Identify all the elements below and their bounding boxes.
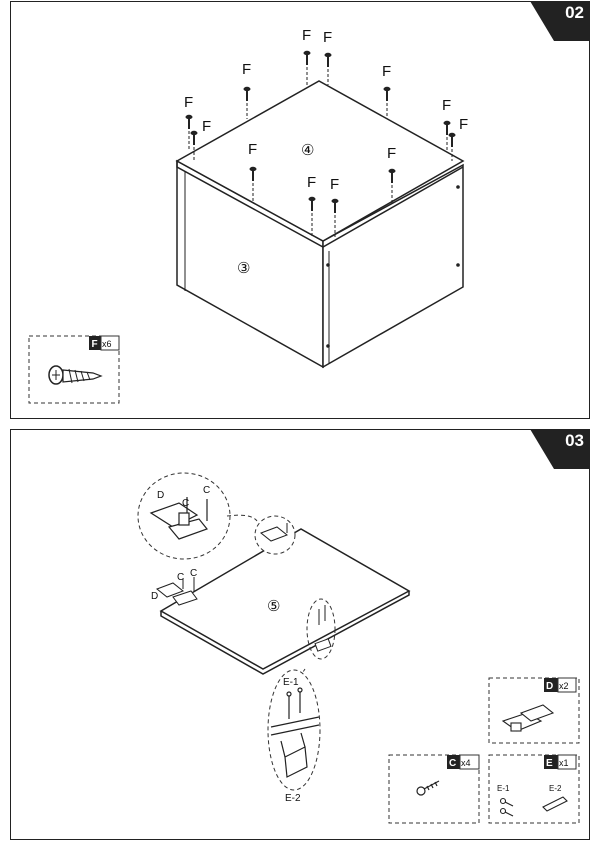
- step-02-badge: 02: [530, 2, 589, 41]
- box-d-code: D: [546, 681, 553, 692]
- box-d-qty: x2: [559, 681, 569, 691]
- part-3-label: ③: [237, 260, 250, 277]
- screw-f: F: [190, 118, 211, 161]
- hinge-d-icon: [501, 704, 555, 732]
- screw-f-label: F: [202, 118, 211, 135]
- label-d-zoom: D: [157, 490, 164, 501]
- cabinet-body: [175, 80, 465, 369]
- screw-f-label: F: [442, 97, 451, 114]
- label-c-door-1: C: [177, 572, 184, 583]
- screw-f: F: [242, 61, 251, 119]
- box-f-code: F: [92, 339, 98, 350]
- screw-f: F: [382, 63, 391, 119]
- hardware-box-f: F x6: [28, 335, 120, 404]
- screw-f-label: F: [302, 27, 311, 44]
- screw-f-label: F: [184, 94, 193, 111]
- screw-f: F: [184, 94, 193, 151]
- hinge-on-door-icon: [156, 577, 198, 606]
- hinge-small-icon: [260, 523, 288, 542]
- screw-f-label: F: [323, 29, 332, 46]
- label-e1: E-1: [283, 677, 299, 688]
- screw-f: F: [448, 116, 468, 161]
- step-03-badge: 03: [530, 430, 589, 469]
- screw-f-label: F: [307, 174, 316, 191]
- cabinet-holes: [326, 185, 460, 348]
- handle-small-icon: [314, 605, 332, 652]
- step-03-number: 03: [565, 431, 584, 450]
- step-badge-shape: [530, 430, 589, 469]
- label-c-zoom-1: C: [182, 498, 189, 509]
- hardware-box-e: E x1 E-1 E-2: [488, 754, 580, 824]
- box-f-qty: x6: [102, 339, 112, 349]
- screw-c-icon: [416, 780, 440, 796]
- part-5-label: ⑤: [267, 598, 280, 615]
- screw-f-label: F: [387, 145, 396, 162]
- handle-screws-icon: [286, 687, 303, 719]
- screw-f: F: [330, 176, 339, 237]
- screw-f: F: [302, 27, 311, 85]
- screw-f-label: F: [242, 61, 251, 78]
- box-e-sub2: E-2: [549, 784, 562, 793]
- screw-f: F: [307, 174, 316, 237]
- step-03-panel: 03 ⑤ D C C: [10, 429, 590, 840]
- label-e2: E-2: [285, 793, 301, 804]
- box-e-qty: x1: [559, 758, 569, 768]
- hinge-large-icon: [149, 497, 208, 540]
- handle-bar-icon: [270, 716, 320, 778]
- box-e-code: E: [546, 758, 553, 769]
- screw-f-label: F: [459, 116, 468, 133]
- box-e-sub1: E-1: [497, 784, 510, 793]
- screw-f: F: [442, 97, 451, 151]
- hardware-box-d: D x2: [488, 677, 580, 744]
- label-d-door: D: [151, 591, 158, 602]
- hardware-box-c: C x4: [388, 754, 480, 824]
- box-c-code: C: [449, 758, 456, 769]
- label-c-zoom-2: C: [203, 485, 210, 496]
- label-c-door-2: C: [190, 568, 197, 579]
- screw-f: F: [387, 145, 396, 205]
- part-4-label: ④: [301, 142, 314, 159]
- hinge-zoom-detail: D C C: [137, 472, 231, 560]
- step-02-number: 02: [565, 3, 584, 22]
- screw-f-icon: [48, 365, 103, 385]
- handle-mark-circle: [306, 598, 336, 660]
- screw-f: F: [248, 141, 257, 201]
- step-badge-shape: [530, 2, 589, 41]
- door-panel: [159, 528, 411, 675]
- handle-bar-e-icon: [542, 796, 568, 812]
- screw-f-label: F: [330, 176, 339, 193]
- screw-f: F: [323, 29, 332, 85]
- screw-f-label: F: [382, 63, 391, 80]
- handle-screws-e-icon: [499, 797, 514, 817]
- box-c-qty: x4: [461, 758, 471, 768]
- door-assembly-drawing: ⑤ D C C D: [137, 472, 580, 824]
- screw-f-label: F: [248, 141, 257, 158]
